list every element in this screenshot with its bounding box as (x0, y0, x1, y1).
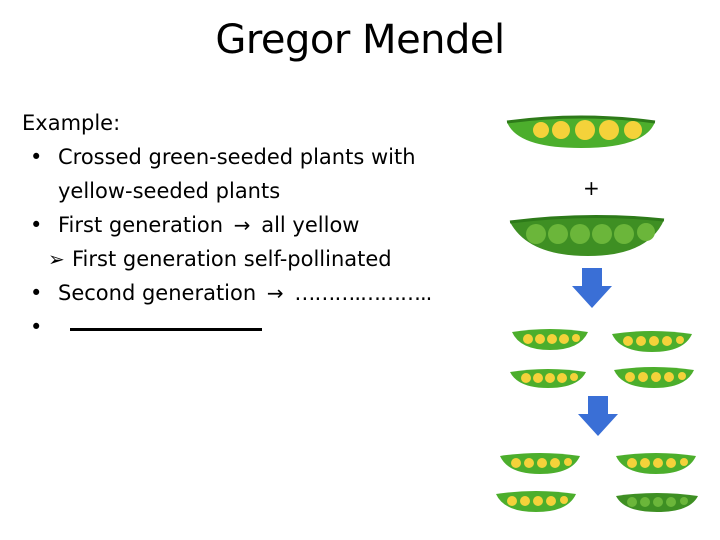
right-arrow-icon: → (233, 213, 251, 237)
sub-bullet-line: ➢ First generation self-pollinated (22, 242, 502, 276)
bullet-line-1: • Crossed green-seeded plants with (22, 140, 502, 174)
green-pea-pod-icon (509, 214, 665, 256)
bullet-line-2: • First generation → all yellow (22, 208, 502, 242)
intro-text: Example: (22, 111, 121, 135)
down-arrow-icon (572, 268, 612, 308)
yellow-pea-pod-icon (614, 367, 694, 388)
bullet-marker: • (30, 213, 43, 237)
right-arrow-icon: → (266, 281, 284, 305)
down-arrow-icon (578, 396, 618, 436)
yellow-pea-pod-icon (496, 491, 576, 512)
bullet-text-after: all yellow (261, 213, 360, 237)
yellow-pea-pod-icon (616, 453, 696, 474)
blank-underline (70, 328, 262, 331)
bullet-line-1-continuation: yellow-seeded plants (22, 174, 502, 208)
green-pea-pod-icon (616, 493, 698, 512)
slide-title: Gregor Mendel (215, 17, 505, 63)
bullet-text-continuation: yellow-seeded plants (58, 179, 281, 203)
bullet-text-before: First generation (58, 213, 224, 237)
bullet-text-before: Second generation (58, 281, 257, 305)
yellow-pea-pod-icon (510, 369, 586, 388)
bullet-marker: • (30, 315, 43, 339)
bullet-line-4: • (22, 310, 502, 344)
yellow-pea-pod-icon (612, 331, 692, 352)
slide-body: Example: • Crossed green-seeded plants w… (22, 106, 502, 344)
blank-dots: ……….……….. (294, 281, 432, 305)
yellow-pea-pod-icon (506, 115, 656, 148)
yellow-pea-pod-icon (512, 329, 588, 350)
intro-line: Example: (22, 106, 502, 140)
bullet-line-3: • Second generation → ……….……….. (22, 276, 502, 310)
bullet-text: Crossed green-seeded plants with (58, 145, 416, 169)
arrow-bullet-icon: ➢ (48, 247, 65, 271)
bullet-marker: • (30, 145, 43, 169)
bullet-marker: • (30, 281, 43, 305)
yellow-pea-pod-icon (500, 453, 580, 474)
sub-bullet-text: First generation self-pollinated (72, 247, 392, 271)
plus-sign: + (583, 176, 600, 200)
